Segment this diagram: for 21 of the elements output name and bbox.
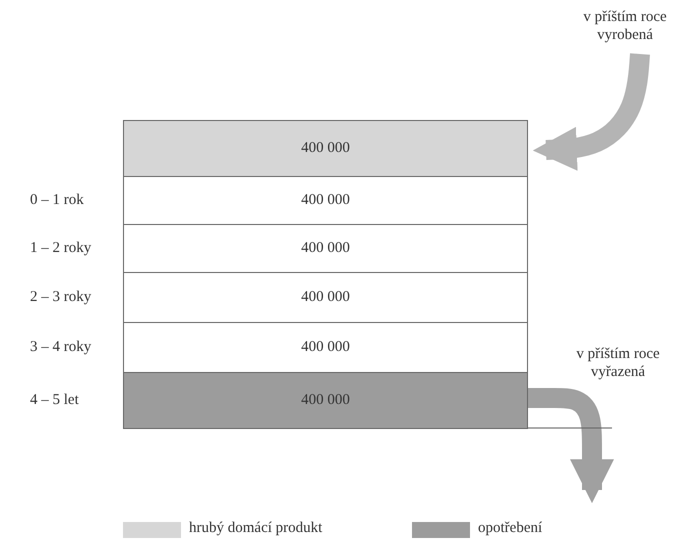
table-row [123,120,528,177]
legend-label: opotřebení [478,520,542,537]
row-label: 0 – 1 rok [30,192,84,208]
row-value: 400 000 [301,339,350,356]
table-row [123,372,528,429]
row-label: 1 – 2 roky [30,240,92,256]
table-row [123,322,528,373]
legend-label: hrubý domácí produkt [189,520,322,537]
row-label: 4 – 5 let [30,392,79,408]
row-value: 400 000 [301,289,350,306]
table-row [123,176,528,225]
row-label: 2 – 3 roky [30,288,92,306]
row-value: 400 000 [301,392,350,409]
arrow-caption: v příštím roce vyrobená [560,8,690,44]
row-value: 400 000 [301,192,350,209]
arrow-caption: v příštím roce vyřazená [575,345,661,381]
row-value: 400 000 [301,240,350,257]
row-label: 3 – 4 roky [30,338,92,356]
row-value: 400 000 [301,140,350,157]
table-row [123,272,528,323]
table-row [123,224,528,273]
